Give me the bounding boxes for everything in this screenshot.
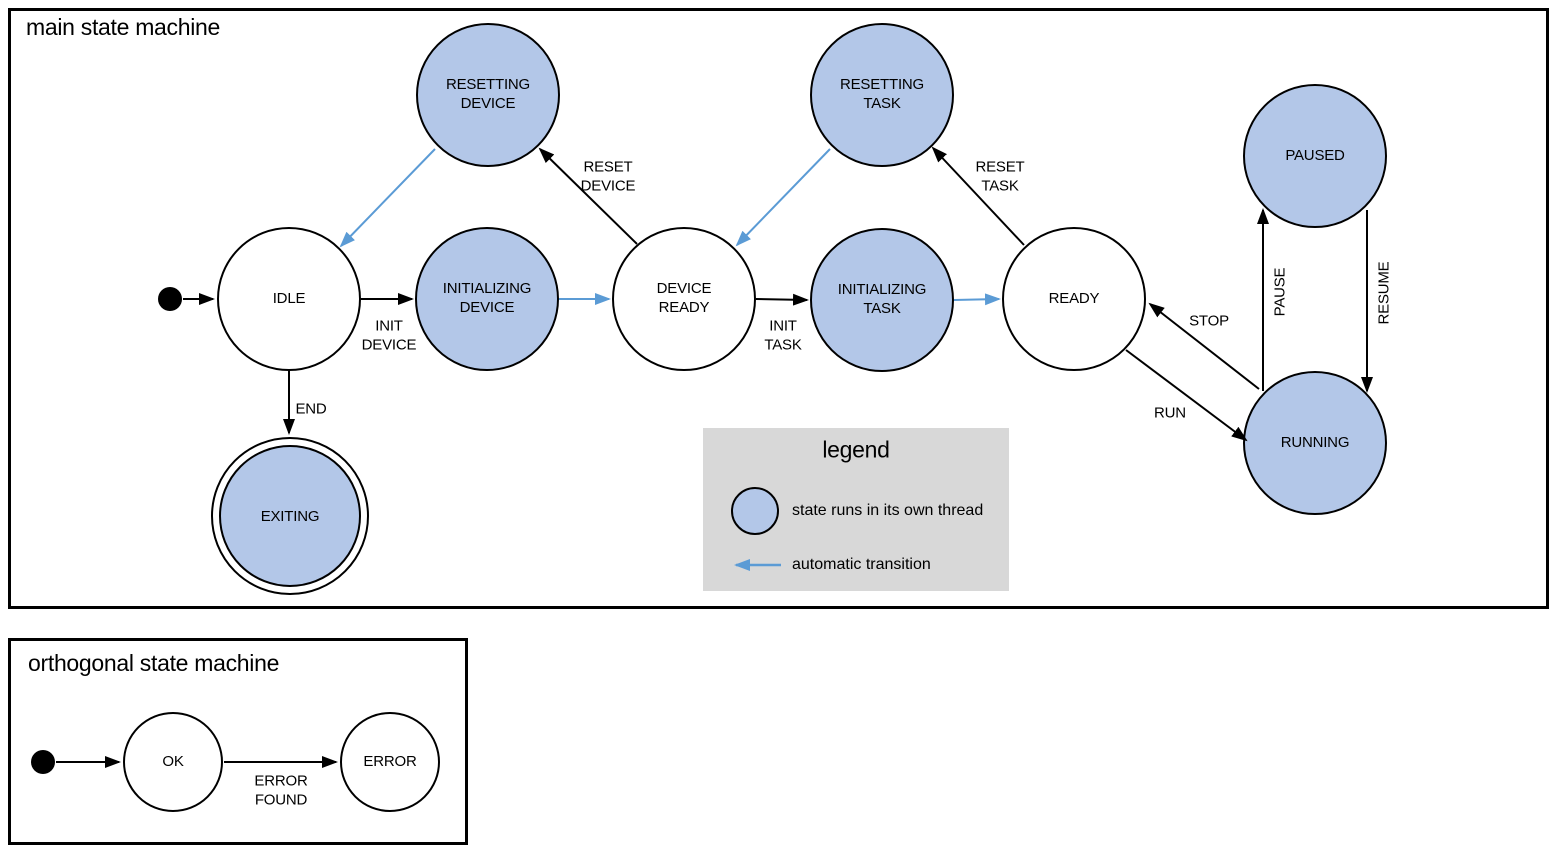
state-idle: IDLE <box>217 227 361 371</box>
transition-label-stop: STOP <box>1189 312 1229 330</box>
state-resetting-device: RESETTING DEVICE <box>416 23 560 167</box>
final-state-exiting-label: EXITING <box>219 445 361 587</box>
legend-panel: legend state runs in its own thread auto… <box>703 428 1009 591</box>
transition-label-end: END <box>295 400 327 418</box>
legend-automatic-transition-label: automatic transition <box>792 556 931 573</box>
transition-label-error-found: ERROR FOUND <box>254 772 308 808</box>
main-state-machine-title: main state machine <box>26 14 221 40</box>
state-resetting-task: RESETTING TASK <box>810 23 954 167</box>
main-state-machine-panel <box>8 8 1549 609</box>
orthogonal-state-machine-panel <box>8 638 468 845</box>
transition-label-init-device: INIT DEVICE <box>361 317 417 353</box>
transition-label-reset-task: RESET TASK <box>975 158 1025 194</box>
transition-label-init-task: INIT TASK <box>764 317 802 353</box>
state-ready: READY <box>1002 227 1146 371</box>
transition-label-resume: RESUME <box>1375 261 1393 325</box>
transition-label-reset-device: RESET DEVICE <box>580 158 636 194</box>
state-error: ERROR <box>340 712 440 812</box>
state-initializing-device: INITIALIZING DEVICE <box>415 227 559 371</box>
transition-label-run: RUN <box>1154 404 1186 422</box>
state-ok: OK <box>123 712 223 812</box>
orthogonal-state-machine-title: orthogonal state machine <box>28 650 280 676</box>
transition-label-pause: PAUSE <box>1271 267 1289 317</box>
legend-title: legend <box>822 436 890 463</box>
legend-threaded-state-label: state runs in its own thread <box>792 502 984 519</box>
final-state-exiting: EXITING <box>211 437 369 595</box>
legend-threaded-state-icon <box>731 487 779 535</box>
state-paused: PAUSED <box>1243 84 1387 228</box>
state-running: RUNNING <box>1243 371 1387 515</box>
state-device-ready: DEVICE READY <box>612 227 756 371</box>
state-initializing-task: INITIALIZING TASK <box>810 228 954 372</box>
